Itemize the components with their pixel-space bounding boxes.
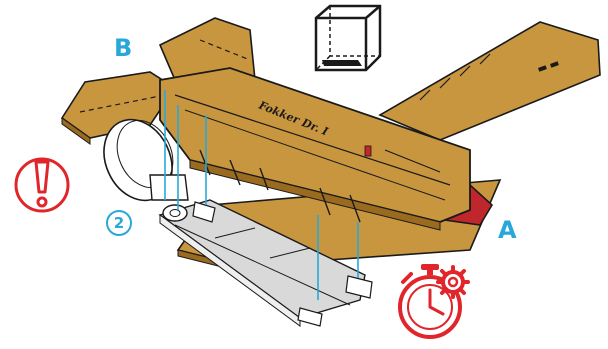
upper-wing-right [378,21,601,141]
step-number-badge: 2 [106,210,132,236]
exclamation-warning-icon [14,157,70,213]
cube-icon [314,4,382,72]
stopwatch-gear-icon [398,264,470,339]
part-label-a: A [498,216,517,244]
stand-base [158,199,373,327]
part-label-b: B [114,34,133,62]
alignment-lines [164,90,359,300]
